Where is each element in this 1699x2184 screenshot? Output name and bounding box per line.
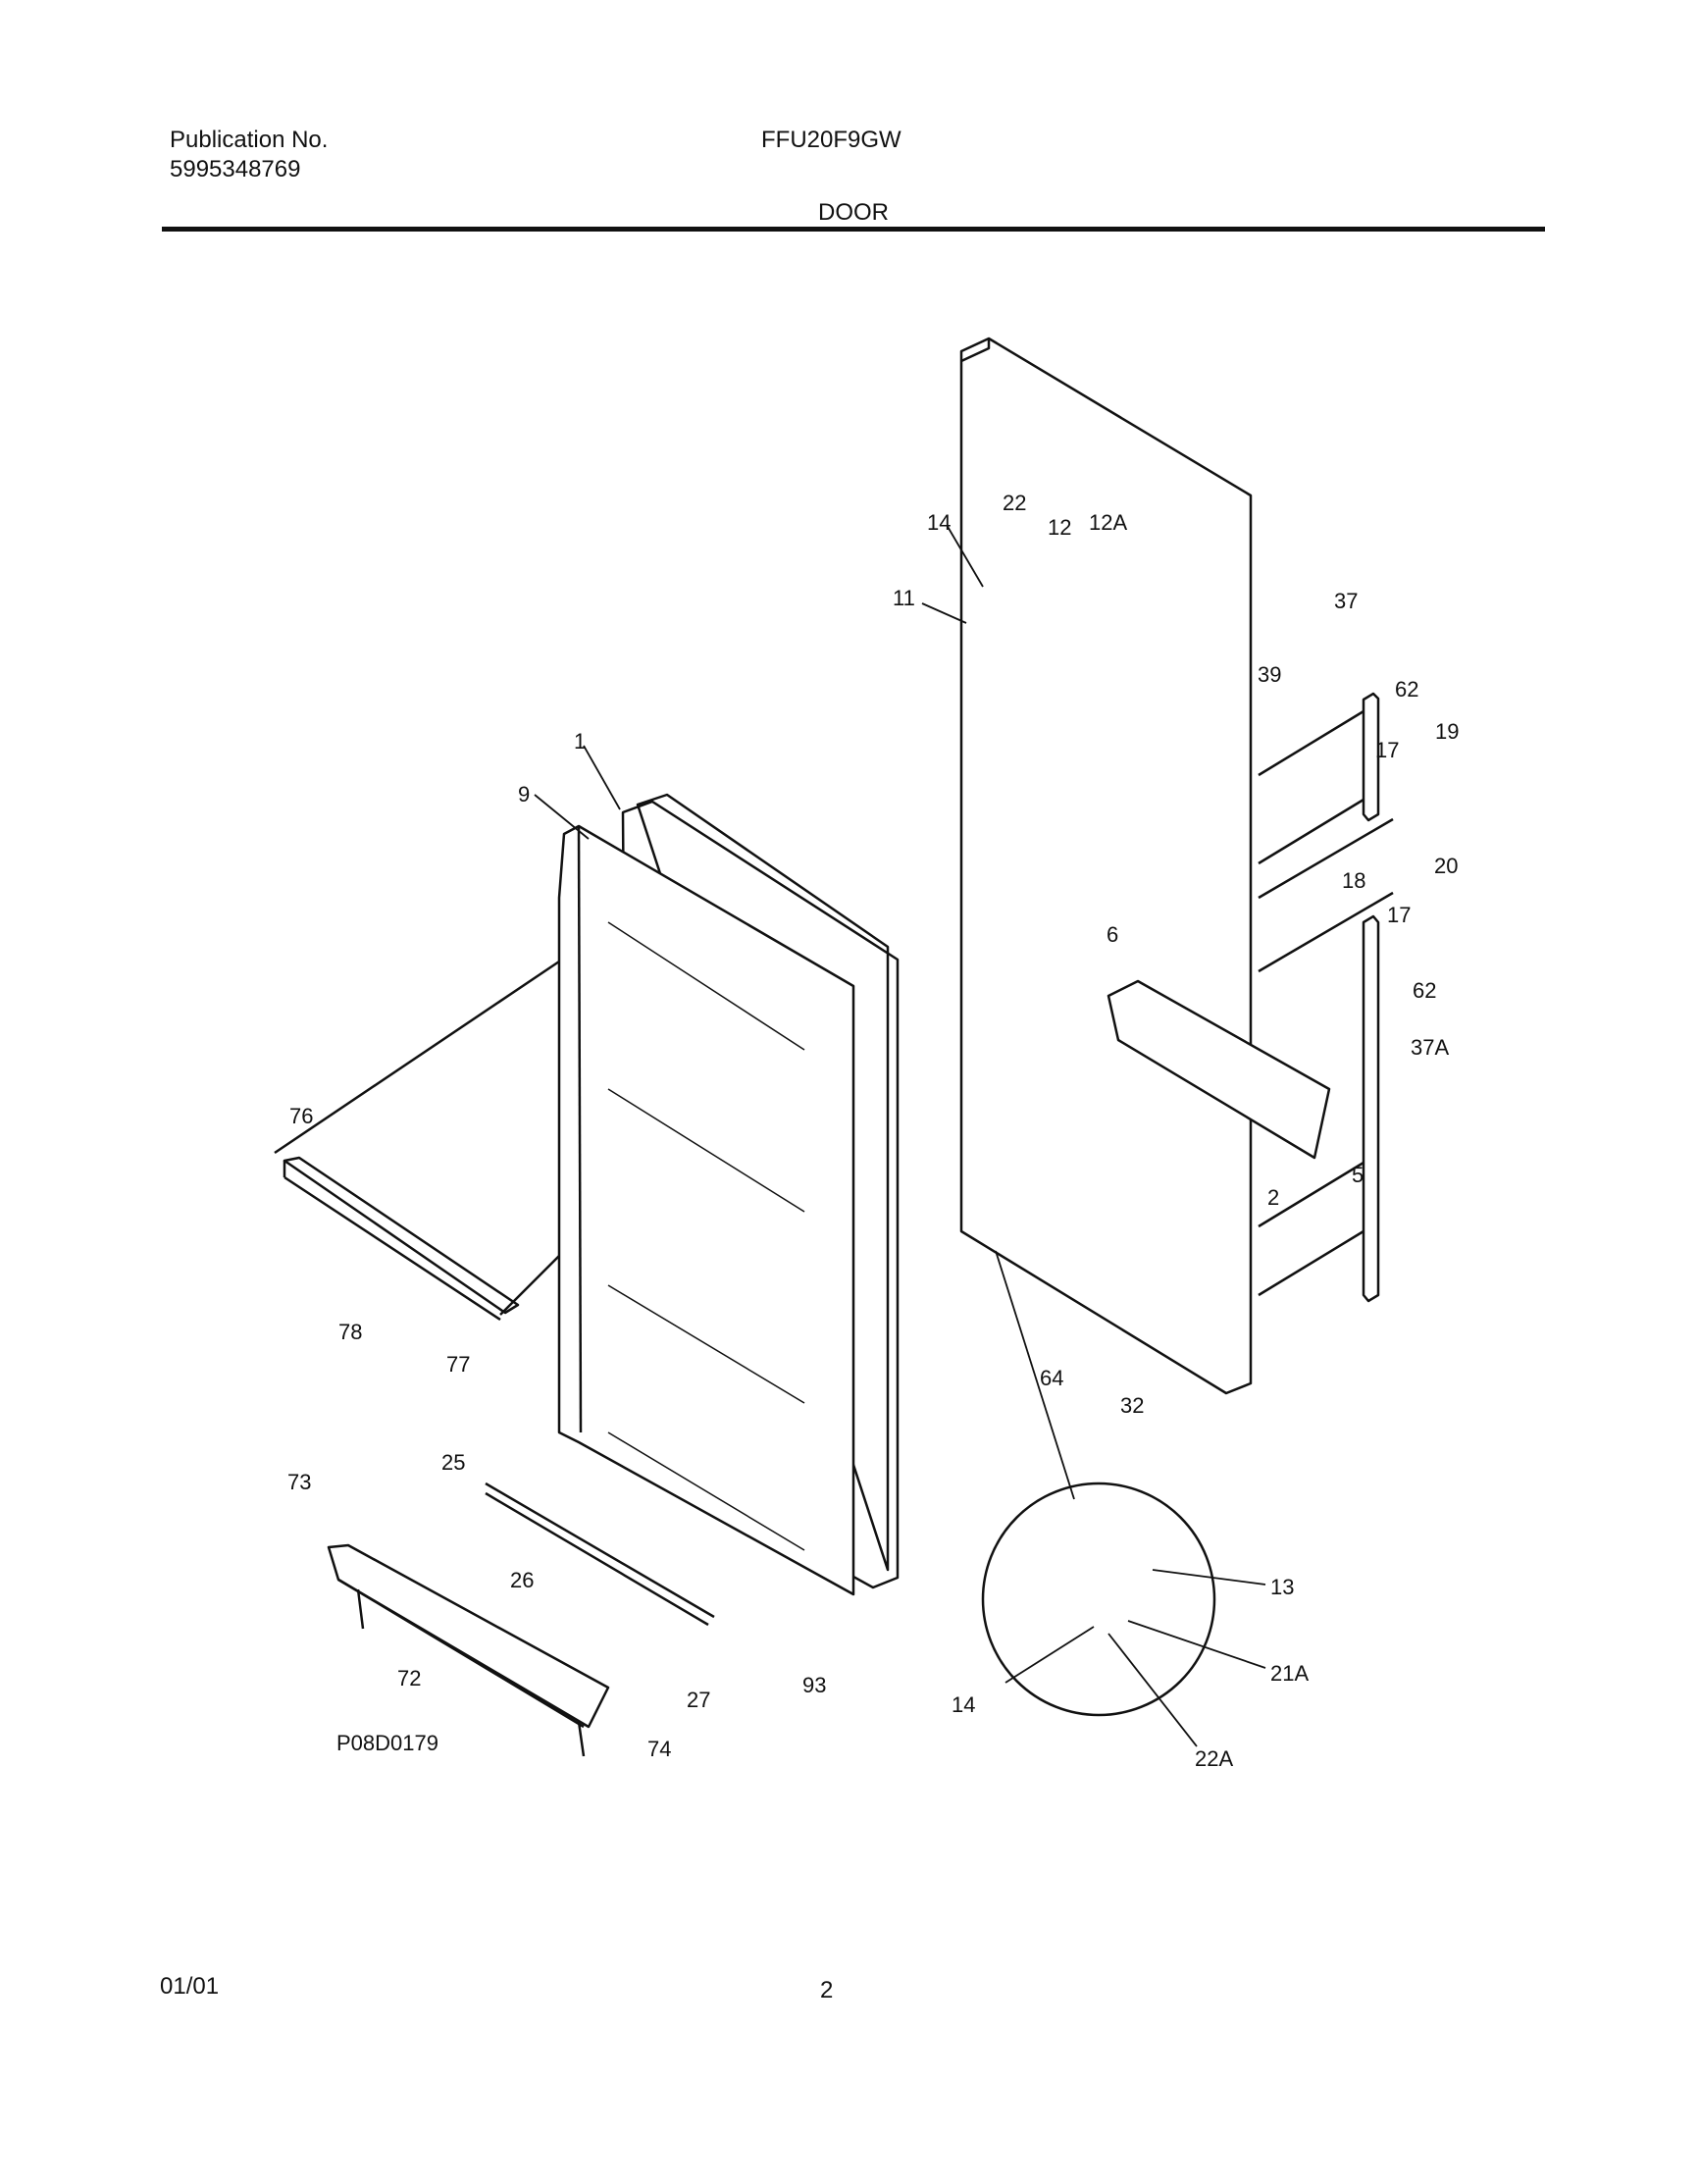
svg-text:2: 2 xyxy=(1267,1185,1279,1210)
svg-text:72: 72 xyxy=(397,1666,421,1690)
svg-text:13: 13 xyxy=(1270,1575,1294,1599)
svg-text:6: 6 xyxy=(1107,922,1118,947)
svg-text:12: 12 xyxy=(1048,515,1071,540)
svg-text:73: 73 xyxy=(287,1470,311,1494)
svg-text:14: 14 xyxy=(927,510,951,535)
door-liner xyxy=(557,793,900,1596)
svg-text:78: 78 xyxy=(338,1320,362,1344)
bottom-rod xyxy=(485,1482,715,1627)
svg-text:27: 27 xyxy=(687,1688,710,1712)
svg-text:17: 17 xyxy=(1375,738,1399,762)
svg-text:37A: 37A xyxy=(1411,1035,1449,1060)
svg-text:19: 19 xyxy=(1435,719,1459,744)
publication-number: 5995348769 xyxy=(170,156,301,182)
svg-text:17: 17 xyxy=(1387,903,1411,927)
svg-text:12A: 12A xyxy=(1089,510,1127,535)
svg-text:77: 77 xyxy=(446,1352,470,1377)
liner-shelves xyxy=(607,921,805,1551)
footer-date: 01/01 xyxy=(160,1973,220,2000)
outer-door-panel xyxy=(959,337,1253,1395)
svg-text:11: 11 xyxy=(893,586,915,610)
svg-text:22: 22 xyxy=(1003,491,1026,515)
svg-text:37: 37 xyxy=(1334,589,1358,613)
svg-text:74: 74 xyxy=(647,1737,671,1761)
svg-text:22A: 22A xyxy=(1195,1746,1233,1771)
model-number: FFU20F9GW xyxy=(761,127,901,153)
svg-text:39: 39 xyxy=(1258,662,1281,687)
hinge-detail-circle xyxy=(981,1482,1216,1717)
svg-text:1: 1 xyxy=(574,729,586,754)
svg-text:20: 20 xyxy=(1434,854,1458,878)
svg-text:5: 5 xyxy=(1352,1163,1364,1187)
svg-text:9: 9 xyxy=(518,782,530,806)
publication-label: Publication No. xyxy=(170,127,329,153)
svg-text:62: 62 xyxy=(1395,677,1418,702)
handle-plate xyxy=(1107,979,1331,1160)
header-rule xyxy=(162,227,1545,232)
section-title: DOOR xyxy=(818,199,889,226)
shelf-bar xyxy=(274,960,560,1322)
svg-text:93: 93 xyxy=(802,1673,826,1697)
page-number: 2 xyxy=(820,1977,834,2003)
svg-text:18: 18 xyxy=(1342,868,1365,893)
door-basket xyxy=(327,1543,610,1757)
svg-text:32: 32 xyxy=(1120,1393,1144,1418)
svg-text:64: 64 xyxy=(1040,1366,1063,1390)
svg-text:62: 62 xyxy=(1413,978,1436,1003)
svg-text:26: 26 xyxy=(510,1568,534,1592)
svg-text:21A: 21A xyxy=(1270,1661,1309,1686)
svg-text:25: 25 xyxy=(441,1450,465,1475)
svg-text:14: 14 xyxy=(952,1692,975,1717)
hinge-bars xyxy=(1258,692,1394,1303)
svg-text:76: 76 xyxy=(289,1104,313,1128)
diagram-code: P08D0179 xyxy=(336,1731,438,1755)
